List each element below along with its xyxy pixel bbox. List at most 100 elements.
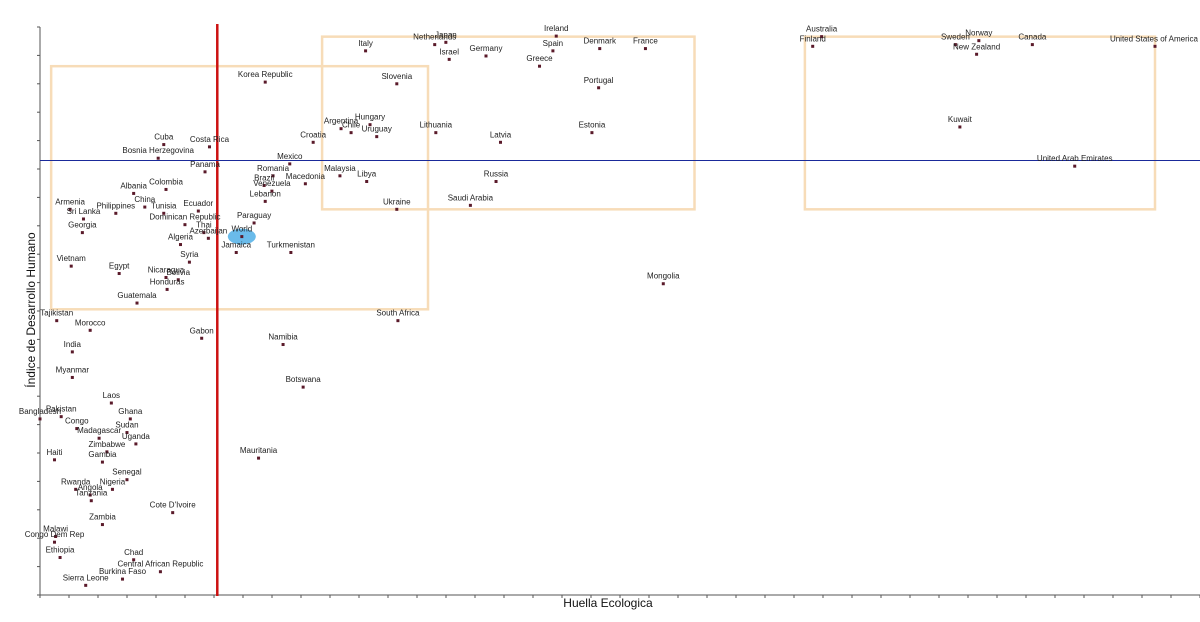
point: Brazil bbox=[254, 173, 274, 187]
point: World bbox=[227, 225, 256, 245]
point: Malaysia bbox=[324, 164, 356, 178]
point-marker bbox=[187, 260, 191, 264]
point-label: Chad bbox=[124, 548, 143, 557]
point: Namibia bbox=[268, 333, 298, 347]
y-axis-title: Índice de Desarrollo Humano bbox=[23, 232, 38, 388]
point-label: Senegal bbox=[112, 468, 142, 477]
point: Romania bbox=[257, 164, 290, 178]
point-marker bbox=[262, 183, 266, 187]
point: Portugal bbox=[584, 76, 614, 90]
point-marker bbox=[498, 140, 502, 144]
point-label: Gambia bbox=[88, 450, 117, 459]
point-label: Costa Rica bbox=[190, 135, 230, 144]
point-marker bbox=[368, 123, 372, 127]
point-marker bbox=[484, 54, 488, 58]
point-marker bbox=[433, 43, 437, 47]
point: Nicaragua bbox=[148, 265, 185, 279]
point-marker bbox=[1030, 43, 1034, 47]
point-label: Congo bbox=[65, 417, 89, 426]
point: Venezuela bbox=[253, 179, 291, 193]
point-label: Korea Republic bbox=[238, 70, 293, 79]
point-label: Hungary bbox=[355, 113, 385, 122]
axes bbox=[37, 26, 1200, 598]
point-marker bbox=[395, 207, 399, 211]
point-marker bbox=[252, 221, 256, 225]
point-marker bbox=[183, 223, 187, 227]
point: South Africa bbox=[376, 309, 420, 323]
point-label: Dominican Republic bbox=[149, 213, 220, 222]
point: Sweden bbox=[941, 33, 970, 47]
region-box bbox=[320, 35, 696, 211]
point: Congo Dem Rep bbox=[25, 530, 85, 544]
point-label: Romania bbox=[257, 164, 290, 173]
point-marker bbox=[88, 328, 92, 332]
point: Guatemala bbox=[117, 291, 157, 305]
point: Morocco bbox=[75, 318, 106, 332]
point: Cote D'Ivoire bbox=[150, 501, 197, 515]
point-label: Turkmenistan bbox=[267, 240, 315, 249]
point-label: Mauritania bbox=[240, 446, 278, 455]
point-marker bbox=[590, 131, 594, 135]
point-marker bbox=[263, 80, 267, 84]
point-marker bbox=[598, 47, 602, 51]
point: Tajikistan bbox=[40, 309, 73, 323]
point-marker bbox=[171, 511, 175, 515]
point: Uganda bbox=[122, 432, 150, 446]
point: Philippines bbox=[96, 201, 135, 215]
point-label: India bbox=[64, 340, 82, 349]
point-label: Congo Dem Rep bbox=[25, 530, 85, 539]
point-marker bbox=[54, 534, 58, 538]
point-marker bbox=[206, 236, 210, 240]
point-marker bbox=[395, 82, 399, 86]
point-marker bbox=[134, 442, 138, 446]
point: Myanmar bbox=[56, 365, 89, 379]
point-marker bbox=[121, 577, 125, 581]
point-label: Sri Lanka bbox=[67, 207, 101, 216]
point-marker bbox=[143, 205, 147, 209]
point: Paraguay bbox=[237, 211, 271, 225]
point-marker bbox=[52, 458, 56, 462]
point: Botswana bbox=[286, 375, 321, 389]
point: Kuwait bbox=[948, 115, 973, 129]
point: United Arab Emirates bbox=[1037, 154, 1113, 168]
point-label: Rwanda bbox=[61, 477, 91, 486]
point: Slovenia bbox=[381, 72, 413, 86]
point-label: Albania bbox=[120, 181, 147, 190]
point: New Zealand bbox=[953, 42, 1000, 56]
point-label: Gabon bbox=[190, 326, 214, 335]
point-marker bbox=[234, 250, 238, 254]
point-label: Paraguay bbox=[237, 211, 271, 220]
point: France bbox=[633, 37, 658, 51]
point-marker bbox=[84, 583, 88, 587]
point-marker bbox=[271, 174, 275, 178]
point-label: Cote D'Ivoire bbox=[150, 501, 197, 510]
point: Laos bbox=[103, 391, 120, 405]
point-marker bbox=[52, 540, 56, 544]
point-label: Latvia bbox=[490, 130, 512, 139]
point-label: Venezuela bbox=[253, 179, 291, 188]
point: Honduras bbox=[150, 277, 184, 291]
point-marker bbox=[80, 231, 84, 235]
point-marker bbox=[1153, 44, 1157, 48]
point-label: Vietnam bbox=[57, 254, 87, 263]
point-label: Laos bbox=[103, 391, 120, 400]
point-marker bbox=[207, 145, 211, 149]
point-marker bbox=[164, 187, 168, 191]
point-marker bbox=[289, 250, 293, 254]
point-marker bbox=[162, 211, 166, 215]
point-marker bbox=[196, 209, 200, 213]
point: Zimbabwe bbox=[88, 440, 126, 454]
point: Argentina bbox=[324, 117, 359, 131]
point: Mongolia bbox=[647, 272, 680, 286]
point-marker bbox=[100, 523, 104, 527]
point-marker bbox=[128, 417, 132, 421]
point: Malawi bbox=[43, 524, 68, 538]
point-label: Colombia bbox=[149, 177, 183, 186]
point-label: Mexico bbox=[277, 152, 303, 161]
point-label: Malawi bbox=[43, 524, 68, 533]
point-label: Lithuania bbox=[420, 121, 453, 130]
point-label: Australia bbox=[806, 25, 838, 34]
point-label: Algeria bbox=[168, 233, 193, 242]
point-marker bbox=[162, 143, 166, 147]
